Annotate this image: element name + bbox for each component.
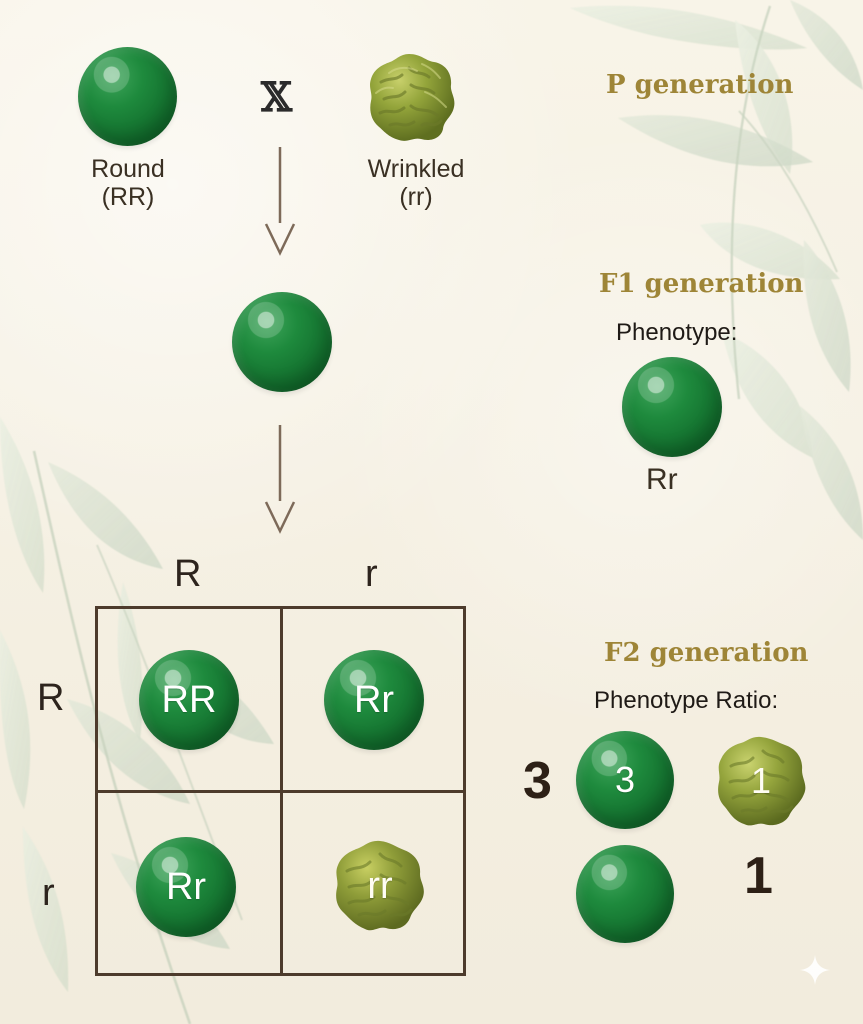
punnett-cell-rr-wrinkled: rr (331, 837, 429, 935)
punnett-side-label-2: r (42, 872, 55, 914)
f1-generation-title: F1 generation (599, 269, 804, 299)
ratio-wrinkled-pea-icon: 1 (713, 733, 809, 829)
parent-round-name: Round (91, 155, 165, 183)
punnett-cell-label: RR (161, 679, 217, 721)
parent-round-genotype: (RR) (101, 183, 155, 211)
ratio-extra-round-pea-icon (576, 845, 674, 943)
cross-symbol: 𝕏 (261, 74, 293, 121)
f1-genotype: Rr (646, 463, 678, 496)
f1-phenotype-pea-icon (622, 357, 722, 457)
punnett-divider-horizontal (95, 790, 466, 793)
punnett-cell-rr-top-left: RR (139, 650, 239, 750)
f2-generation-title: F2 generation (604, 638, 809, 668)
ratio-round-left: 3 (523, 752, 552, 810)
punnett-cell-rr-bottom-left: Rr (136, 837, 236, 937)
arrow-down-icon (264, 425, 296, 534)
ratio-wrinkled-right: 1 (744, 847, 773, 905)
arrow-down-icon (264, 147, 296, 256)
punnett-side-label-1: R (37, 677, 65, 719)
punnett-cell-label: rr (367, 865, 393, 907)
f2-ratio-label: Phenotype Ratio: (594, 687, 779, 714)
parent-wrinkled-genotype: (rr) (399, 183, 433, 211)
punnett-cell-label: Rr (353, 679, 395, 721)
parent-round-pea-icon (78, 47, 177, 146)
punnett-cell-rr-top-right: Rr (324, 650, 424, 750)
p-generation-title: P generation (606, 70, 794, 100)
sparkle-icon (800, 955, 830, 985)
punnett-top-label-1: R (174, 553, 202, 595)
f1-center-pea-icon (232, 292, 332, 392)
f1-phenotype-label: Phenotype: (616, 319, 738, 346)
ratio-round-count: 3 (614, 759, 636, 800)
parent-round-label: Round (RR) (74, 155, 182, 211)
parent-wrinkled-name: Wrinkled (367, 155, 465, 183)
ratio-wrinkled-count: 1 (750, 760, 772, 801)
parent-wrinkled-pea-icon (364, 50, 458, 144)
punnett-cell-label: Rr (165, 866, 207, 908)
ratio-round-pea-icon: 3 (576, 731, 674, 829)
punnett-top-label-2: r (365, 553, 378, 595)
parent-wrinkled-label: Wrinkled (rr) (345, 155, 487, 211)
